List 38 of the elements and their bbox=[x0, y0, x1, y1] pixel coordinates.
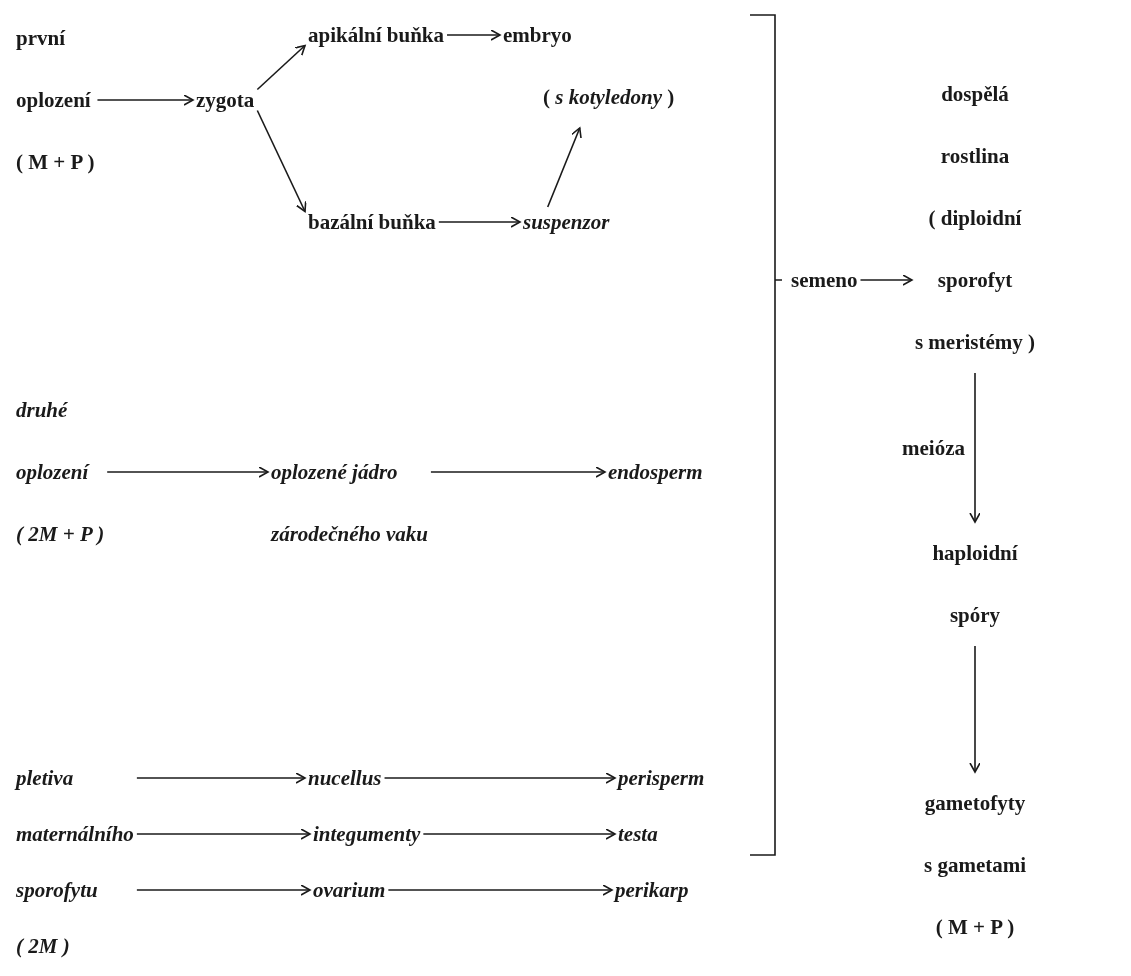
arrow bbox=[387, 884, 613, 896]
term-label: testa bbox=[615, 819, 661, 849]
term-label: integumenty bbox=[310, 819, 424, 849]
arrow bbox=[106, 466, 269, 478]
term-label: zygota bbox=[193, 85, 258, 115]
term-label: embryo bbox=[503, 22, 573, 49]
arrow bbox=[446, 29, 501, 41]
term-label: perikarp bbox=[612, 875, 692, 905]
term-label: semeno bbox=[788, 265, 861, 295]
term-label: nucellus bbox=[305, 763, 385, 793]
arrow bbox=[256, 44, 306, 91]
term-label: suspenzor bbox=[520, 207, 613, 237]
term-label: endosperm bbox=[605, 457, 706, 487]
term-label: perisperm bbox=[615, 763, 708, 793]
term-label: první oplození ( M + P ) bbox=[13, 7, 98, 193]
arrow bbox=[430, 466, 606, 478]
arrow bbox=[969, 645, 981, 773]
arrow bbox=[383, 772, 616, 784]
arrow bbox=[136, 772, 306, 784]
arrow bbox=[859, 274, 913, 286]
term-label: ovarium bbox=[310, 875, 389, 905]
arrow bbox=[546, 127, 582, 208]
arrow bbox=[969, 372, 981, 523]
arrow bbox=[136, 884, 311, 896]
term-label: pletiva maternálního sporofytu ( 2M ) bbox=[13, 750, 137, 974]
term-label: gametofyty s gametami ( M + P ) bbox=[920, 772, 1030, 958]
arrow bbox=[422, 828, 616, 840]
arrow bbox=[136, 828, 311, 840]
arrow bbox=[438, 216, 521, 228]
arrow bbox=[96, 94, 194, 106]
arrow bbox=[256, 109, 307, 213]
term-label: dospělá rostlina ( diploidní sporofyt s meristémy ) bbox=[911, 63, 1039, 373]
term-label: ( s kotyledony ) bbox=[542, 84, 675, 111]
term-label: oplozené jádro zárodečného vaku bbox=[268, 441, 431, 565]
term-label: druhé oplození ( 2M + P ) bbox=[13, 379, 108, 565]
term-label: bazální buňka bbox=[305, 207, 439, 237]
term-label: haploidní spóry bbox=[929, 522, 1021, 646]
term-label: apikální buňka bbox=[305, 20, 447, 50]
